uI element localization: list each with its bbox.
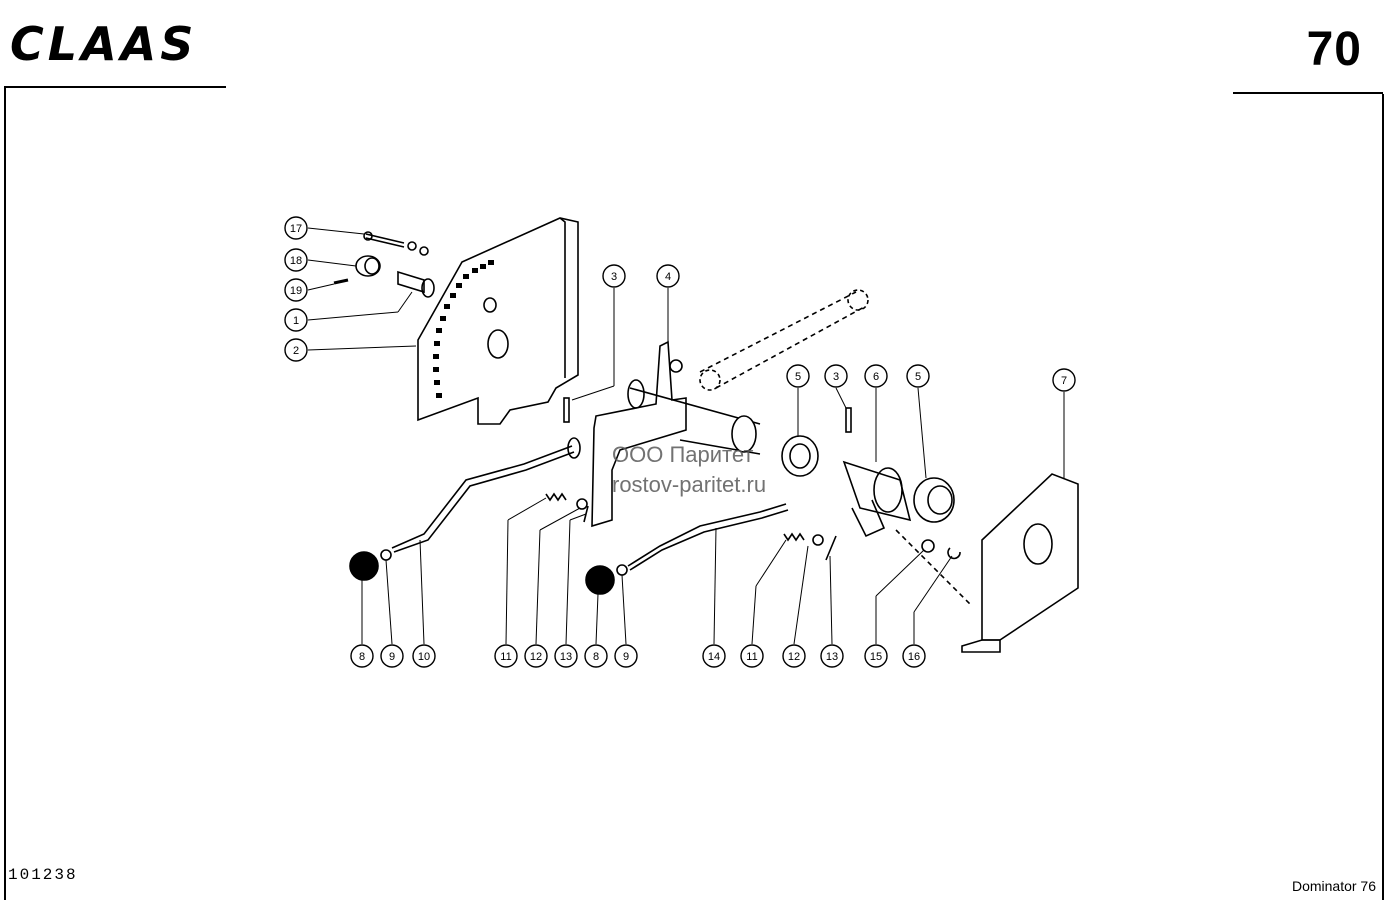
callout-7: 7 (1061, 375, 1067, 387)
header-rule-right (1233, 92, 1383, 94)
washer-15 (921, 539, 935, 553)
circlip-16 (947, 547, 961, 560)
page-number: 70 (1306, 23, 1362, 76)
callout-12b: 12 (788, 651, 800, 663)
frame-left-border (4, 88, 6, 900)
callout-13b: 13 (826, 651, 838, 663)
watermark-company: ООО Паритет (612, 442, 754, 467)
callout-14: 14 (708, 651, 720, 663)
frame-right-border (1382, 94, 1384, 900)
brand-logo-text: CLAAS (10, 18, 197, 68)
callout-6: 6 (873, 371, 879, 383)
pivot-pin (397, 270, 425, 294)
knob-8a (349, 551, 379, 581)
pin-3a (563, 397, 570, 423)
callout-18: 18 (290, 255, 302, 267)
callout-9a: 9 (389, 651, 395, 663)
header-rule-left (4, 86, 226, 88)
callout-10: 10 (418, 651, 430, 663)
callout-8a: 8 (359, 651, 365, 663)
callout-11a: 11 (500, 651, 511, 663)
drawing-number: 101238 (8, 866, 78, 884)
model-name: Dominator 76 (1291, 878, 1376, 894)
quadrant-slots (433, 260, 494, 398)
callout-5a: 5 (795, 371, 801, 383)
spring-11a (545, 492, 567, 502)
bushing-5b (913, 477, 955, 523)
watermark: ООО Паритет rostov-paritet.ru (612, 440, 766, 500)
callout-15: 15 (870, 651, 882, 663)
callout-8b: 8 (593, 651, 599, 663)
callout-17: 17 (290, 223, 302, 235)
callout-4: 4 (665, 271, 671, 283)
callout-19: 19 (290, 285, 302, 297)
callout-16: 16 (908, 651, 920, 663)
knob-8b (585, 565, 615, 595)
callout-3a: 3 (611, 271, 617, 283)
callout-3b: 3 (833, 371, 839, 383)
claas-logo-icon: CLAAS (10, 18, 197, 68)
pin-3b (845, 407, 852, 433)
housing-plate-7 (981, 473, 1079, 641)
bushing-5a (781, 435, 819, 477)
callout-13a: 13 (560, 651, 572, 663)
tube-6 (842, 460, 912, 522)
callout-12a: 12 (530, 651, 542, 663)
spring-11b (783, 532, 805, 542)
watermark-site: rostov-paritet.ru (612, 472, 767, 497)
lever-10 (391, 445, 575, 553)
callout-2: 2 (293, 345, 299, 357)
set-screw (333, 278, 349, 285)
callout-11b: 11 (746, 651, 757, 663)
callout-9b: 9 (623, 651, 629, 663)
lever-bracket (591, 340, 687, 528)
lever-14 (627, 503, 789, 571)
callout-5b: 5 (915, 371, 921, 383)
callout-1: 1 (293, 315, 299, 327)
